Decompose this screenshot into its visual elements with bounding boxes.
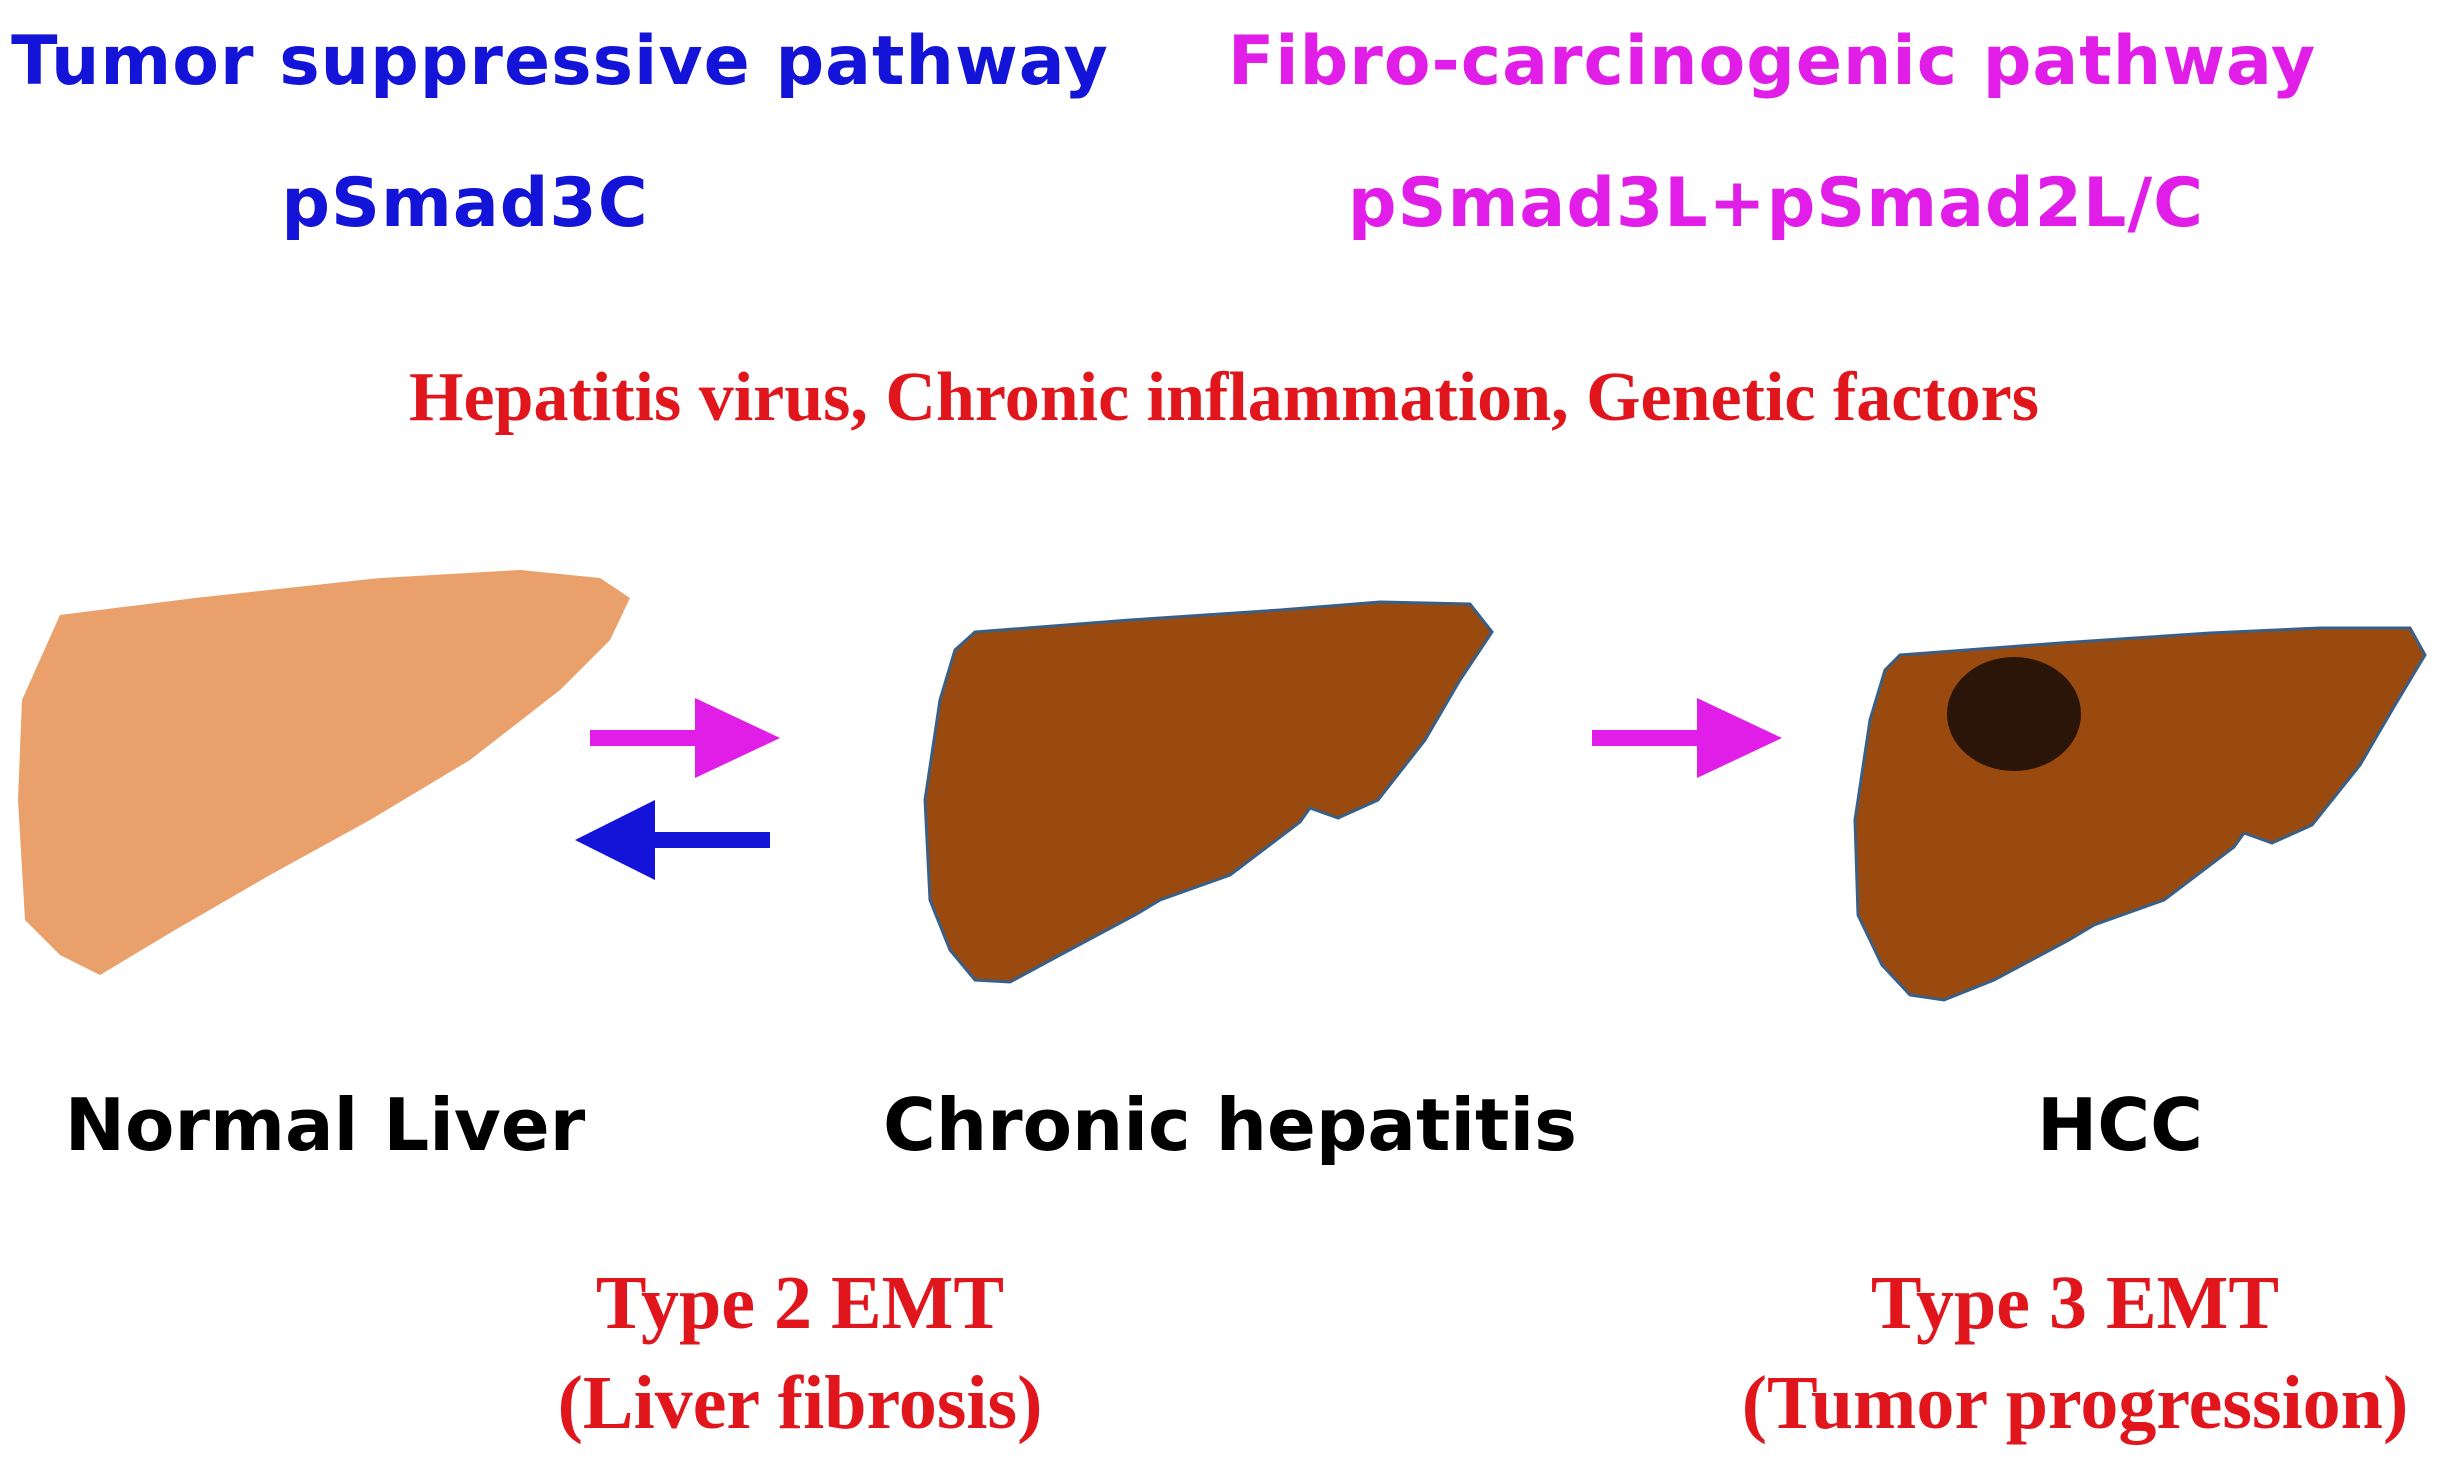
psmad3c-marker: pSmad3C <box>281 164 648 243</box>
forward-arrow-chronic-to-hcc <box>1592 698 1782 778</box>
hcc-liver-shape <box>1853 626 2427 1002</box>
normal-liver-label: Normal Liver <box>65 1083 586 1167</box>
fibro-carcinogenic-pathway-title: Fibro-carcinogenic pathway <box>1228 22 2316 101</box>
psmad3l-psmad2lc-marker: pSmad3L+pSmad2L/C <box>1348 164 2204 243</box>
chronic-hepatitis-label: Chronic hepatitis <box>883 1083 1577 1167</box>
chronic-hepatitis-liver-shape <box>923 600 1494 984</box>
reverse-arrow-chronic-to-normal <box>575 800 770 880</box>
etiologic-factors: Hepatitis virus, Chronic inflammation, G… <box>409 359 2039 436</box>
forward-arrow-normal-to-chronic <box>590 698 780 778</box>
type2-emt-label: Type 2 EMT <box>596 1261 1004 1345</box>
liver-fibrosis-label: (Liver fibrosis) <box>558 1361 1043 1445</box>
hcc-tumor-nodule <box>1947 657 2081 771</box>
tumor-suppressive-pathway-title: Tumor suppressive pathway <box>11 22 1109 101</box>
normal-liver-shape <box>18 570 630 975</box>
type3-emt-label: Type 3 EMT <box>1871 1261 2279 1345</box>
tumor-progression-label: (Tumor progression) <box>1742 1361 2409 1445</box>
hcc-label: HCC <box>2037 1083 2203 1167</box>
